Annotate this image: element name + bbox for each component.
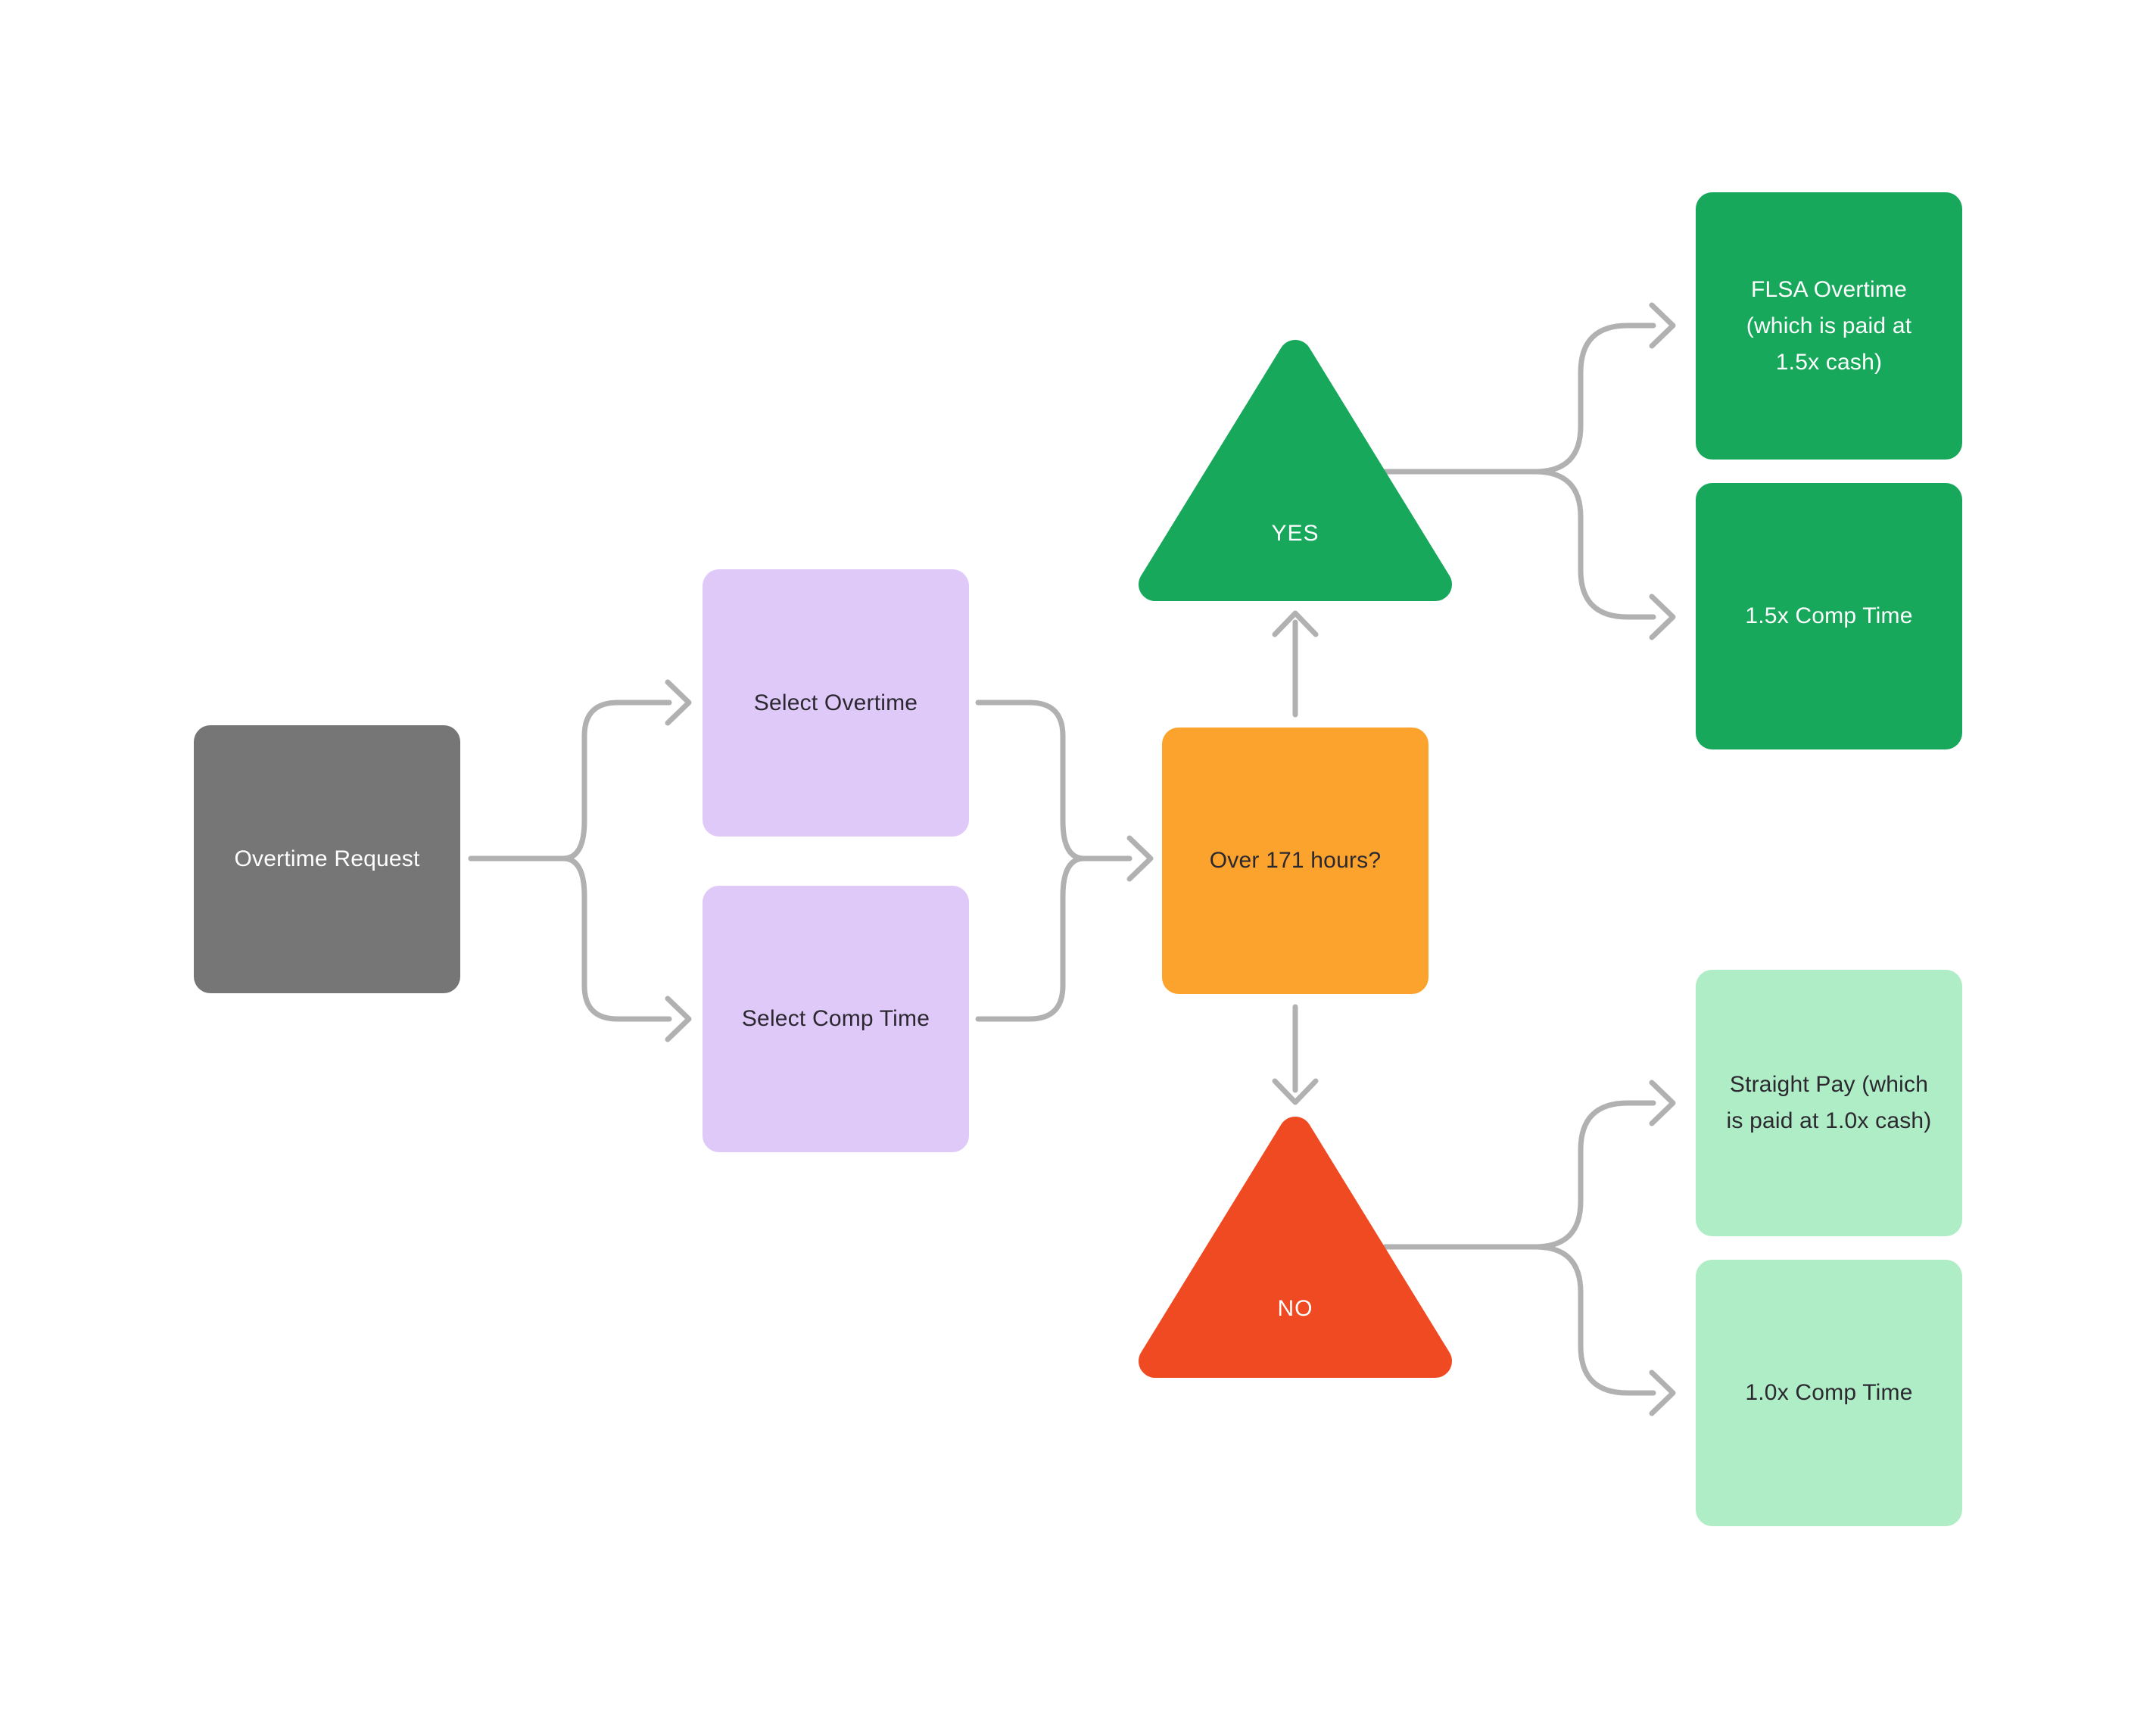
node-label: 1.5x Comp Time — [1745, 603, 1913, 628]
connector-request-to-select-comp-time — [468, 855, 672, 1022]
arrowhead-icon — [1649, 1369, 1676, 1416]
arrowhead-icon — [1649, 1080, 1676, 1126]
node-select-comp-time: Select Comp Time — [703, 886, 969, 1152]
node-comp-time-10: 1.0x Comp Time — [1696, 1260, 1962, 1526]
connector-yes-to-flsa — [1382, 322, 1656, 475]
arrowhead-icon — [665, 996, 692, 1042]
arrowhead-icon — [1272, 610, 1319, 637]
node-label: Straight Pay (which is paid at 1.0x cash… — [1726, 1072, 1932, 1133]
node-comp-time-15: 1.5x Comp Time — [1696, 483, 1962, 749]
triangle-no-label: NO — [1277, 1296, 1313, 1321]
connector-select-overtime-to-question — [975, 700, 1133, 862]
triangle-no — [1139, 1117, 1452, 1378]
node-label: Overtime Request — [234, 846, 420, 871]
arrowhead-icon — [1272, 1078, 1319, 1105]
node-label: Over 171 hours? — [1209, 848, 1382, 873]
arrowhead-icon — [1649, 594, 1676, 640]
node-label: Select Overtime — [753, 690, 918, 715]
node-label: 1.0x Comp Time — [1745, 1380, 1913, 1405]
node-over-171-hours: Over 171 hours? — [1162, 728, 1429, 994]
connector-no-to-straight-pay — [1382, 1100, 1656, 1250]
arrowhead-icon — [1649, 302, 1676, 349]
node-select-overtime: Select Overtime — [703, 569, 969, 837]
connector-request-to-select-overtime — [468, 700, 672, 862]
triangle-yes — [1139, 340, 1452, 601]
arrowhead-icon — [665, 679, 692, 726]
node-label: FLSA Overtime (which is paid at 1.5x cas… — [1746, 276, 1912, 375]
connector-select-comp-time-to-question — [975, 855, 1133, 1022]
connector-no-to-comp10 — [1382, 1244, 1656, 1396]
node-straight-pay: Straight Pay (which is paid at 1.0x cash… — [1696, 970, 1962, 1236]
node-flsa-overtime: FLSA Overtime (which is paid at 1.5x cas… — [1696, 192, 1962, 460]
connector-yes-to-comp15 — [1382, 469, 1656, 620]
arrowhead-icon — [1126, 835, 1154, 882]
triangle-yes-label: YES — [1271, 521, 1319, 546]
node-overtime-request: Overtime Request — [194, 725, 460, 993]
node-label: Select Comp Time — [741, 1006, 930, 1031]
